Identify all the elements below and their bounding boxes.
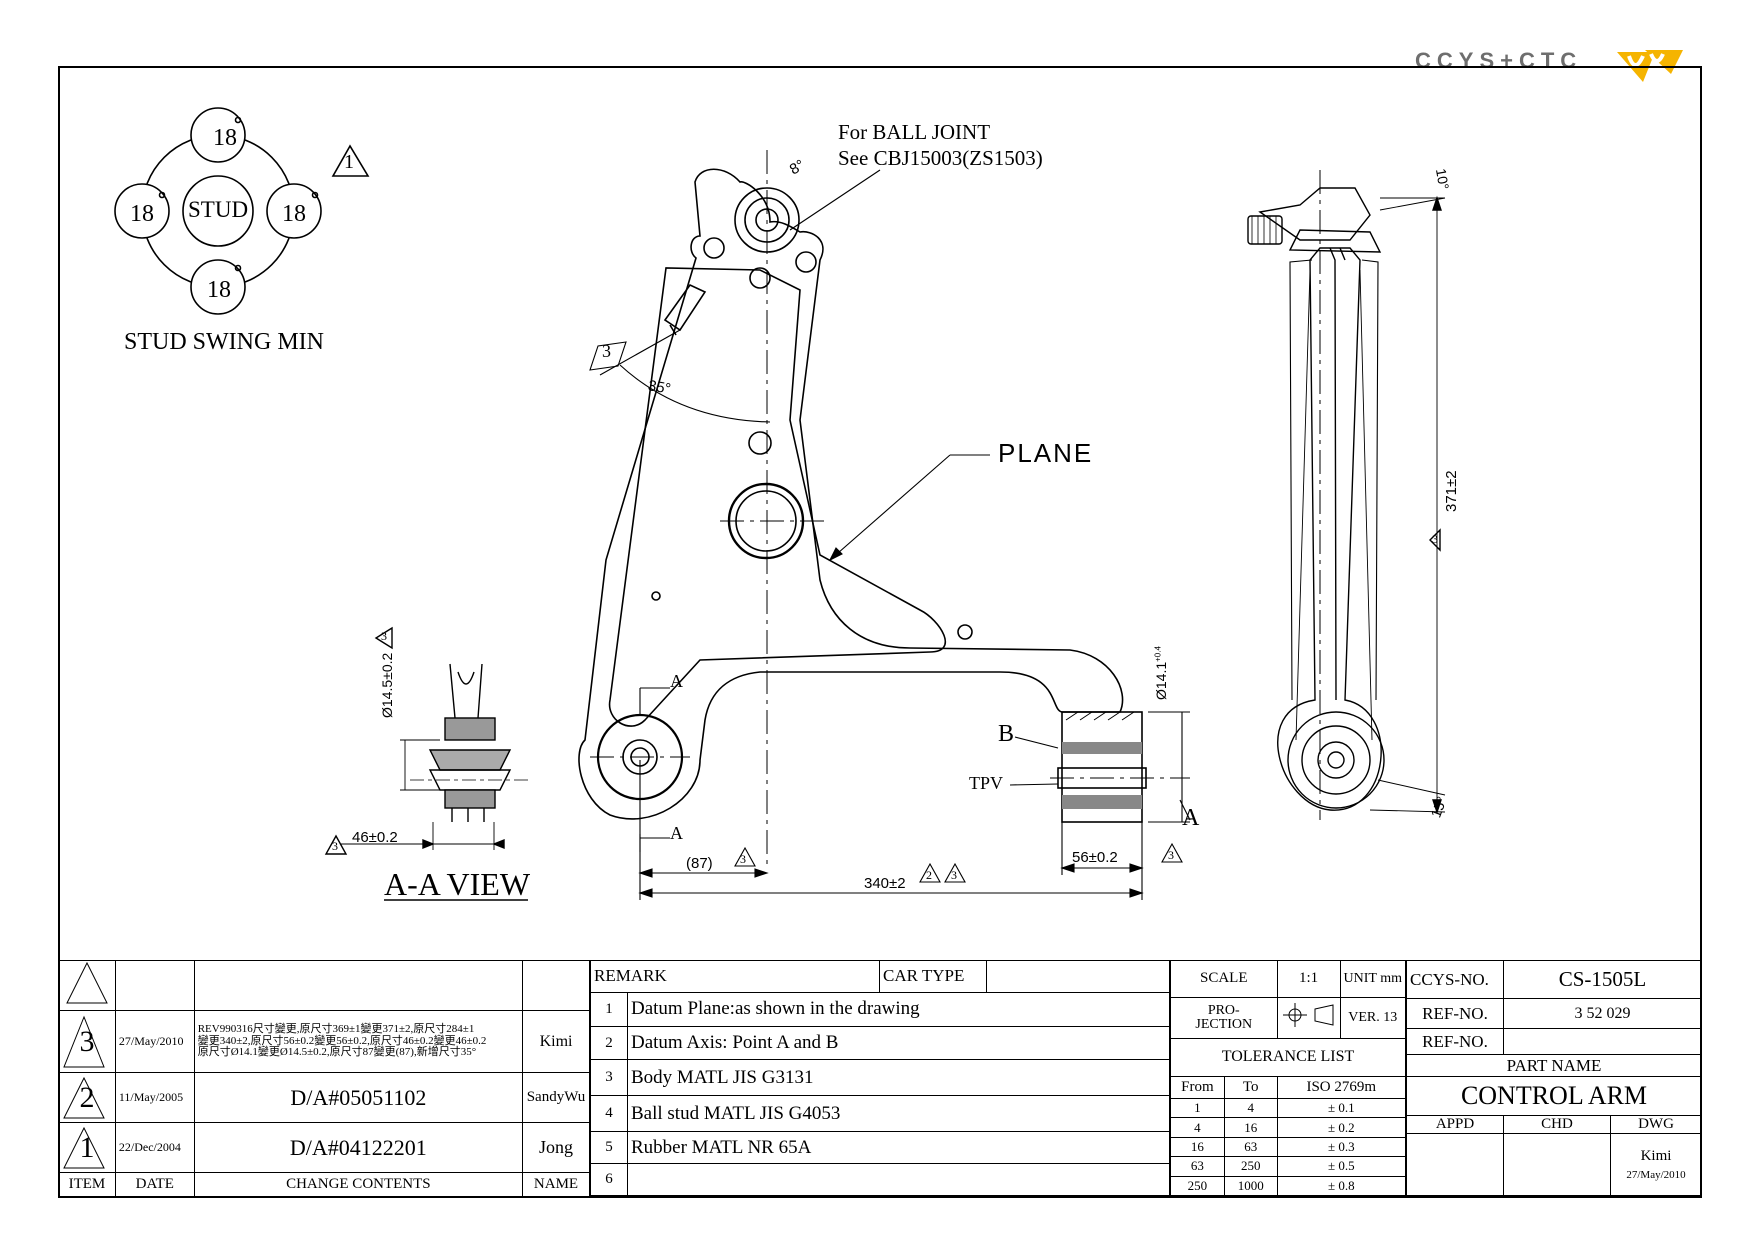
rev-marker-1: 1 [344, 151, 354, 173]
appd-label: APPD [1406, 1114, 1504, 1134]
ref-no-value-1: 3 52 029 [1503, 998, 1702, 1030]
aa-view-title: A-A VIEW [384, 866, 531, 902]
dim-46: 46±0.2 [352, 829, 398, 846]
rev-row-1: 1 22/Dec/2004 D/A#04122201 Jong [58, 1122, 590, 1173]
control-arm-side-view [1247, 187, 1446, 815]
stud-swing-right: 18 [282, 201, 306, 227]
scale-label: SCALE [1170, 960, 1278, 998]
point-b-label: B [998, 721, 1015, 747]
rev-marker-3-arm: 3 [602, 341, 611, 361]
remark-item: 6 [590, 1163, 1170, 1196]
part-name-label: PART NAME [1406, 1054, 1702, 1078]
part-name: CONTROL ARM [1406, 1076, 1702, 1116]
rev-row-2: 2 11/May/2005 D/A#05051102 SandyWu [58, 1072, 590, 1123]
projection-symbol-icon [1276, 996, 1341, 1039]
dim-56: 56±0.2 [1072, 849, 1118, 866]
unit-label: UNIT mm [1339, 960, 1407, 998]
revision-table: 3 27/May/2010 REV990316尺寸變更,原尺寸369±1變更37… [58, 960, 590, 1197]
point-a-label: A [1182, 805, 1200, 831]
dim-46-rev: 3 [332, 839, 338, 853]
aa-section-view [324, 626, 530, 901]
ccys-no-value: CS-1505L [1503, 959, 1702, 1000]
dim-371: 371±2 [1443, 470, 1460, 512]
stud-swing-bottom: 18 [207, 277, 231, 303]
dim-87-rev: 3 [740, 852, 746, 866]
ver-field: VER. 13 [1339, 996, 1407, 1039]
control-arm-front-view [578, 168, 1147, 823]
angle-35: 35° [646, 377, 672, 398]
rev-header-row: ITEM DATE CHANGE CONTENTS NAME [58, 1172, 590, 1197]
dim-340-rev-2: 2 [926, 868, 932, 882]
spec-table: SCALE 1:1 UNIT mm PRO-JECTION VER. 13 TO… [1170, 960, 1407, 1196]
stud-swing-diagram [114, 107, 370, 315]
drawing-frame [58, 66, 1702, 1198]
ball-joint-note-1: For BALL JOINT [838, 120, 991, 144]
angle-10: 10° [1432, 167, 1453, 191]
projection-label: PRO-JECTION [1170, 996, 1278, 1039]
tpv-label: TPV [969, 773, 1004, 793]
car-type-label: CAR TYPE [879, 960, 987, 993]
title-block: CCYS-NO. CS-1505L REF-NO. 3 52 029 REF-N… [1406, 959, 1702, 1197]
stud-swing-caption: STUD SWING MIN [124, 329, 324, 355]
dwg-label: DWG [1610, 1114, 1702, 1134]
remark-header: REMARK [590, 960, 880, 993]
section-a-bottom: A [670, 823, 683, 843]
logo-text: CCYS+CTC [1415, 48, 1583, 73]
dim-87: (87) [686, 855, 713, 872]
ref-no-label-1: REF-NO. [1406, 998, 1504, 1030]
ball-joint-note-2: See CBJ15003(ZS1503) [838, 146, 1043, 170]
ref-no-value-2 [1503, 1028, 1702, 1056]
stud-swing-left: 18 [130, 201, 154, 227]
dim-340: 340±2 [864, 875, 906, 892]
stud-center-label: STUD [188, 197, 249, 222]
chd-label: CHD [1503, 1114, 1611, 1134]
plane-label: PLANE [998, 438, 1094, 468]
tolerance-title: TOLERANCE LIST [1170, 1037, 1406, 1078]
rev-header-tri [58, 960, 116, 1011]
stud-swing-top: 18 [213, 125, 237, 151]
rev-row-3: 3 27/May/2010 REV990316尺寸變更,原尺寸369±1變更37… [58, 1010, 590, 1073]
scale-value: 1:1 [1276, 960, 1341, 998]
dim-56-rev: 3 [1168, 848, 1174, 862]
dim-14-5-rev: 3 [381, 629, 387, 643]
car-type-value [986, 960, 1170, 993]
dim-340-rev-3: 3 [951, 868, 957, 882]
dim-14-1: Ø14.1+0.4 [1153, 646, 1169, 700]
tolerance-header: From To ISO 2769m [1170, 1076, 1407, 1099]
ccys-no-label: CCYS-NO. [1406, 959, 1504, 1000]
dim-14-5: Ø14.5±0.2 [379, 652, 395, 718]
ref-no-label-2: REF-NO. [1406, 1028, 1504, 1056]
dim-371-rev: 3 [1432, 532, 1438, 546]
section-a-top: A [670, 671, 683, 691]
